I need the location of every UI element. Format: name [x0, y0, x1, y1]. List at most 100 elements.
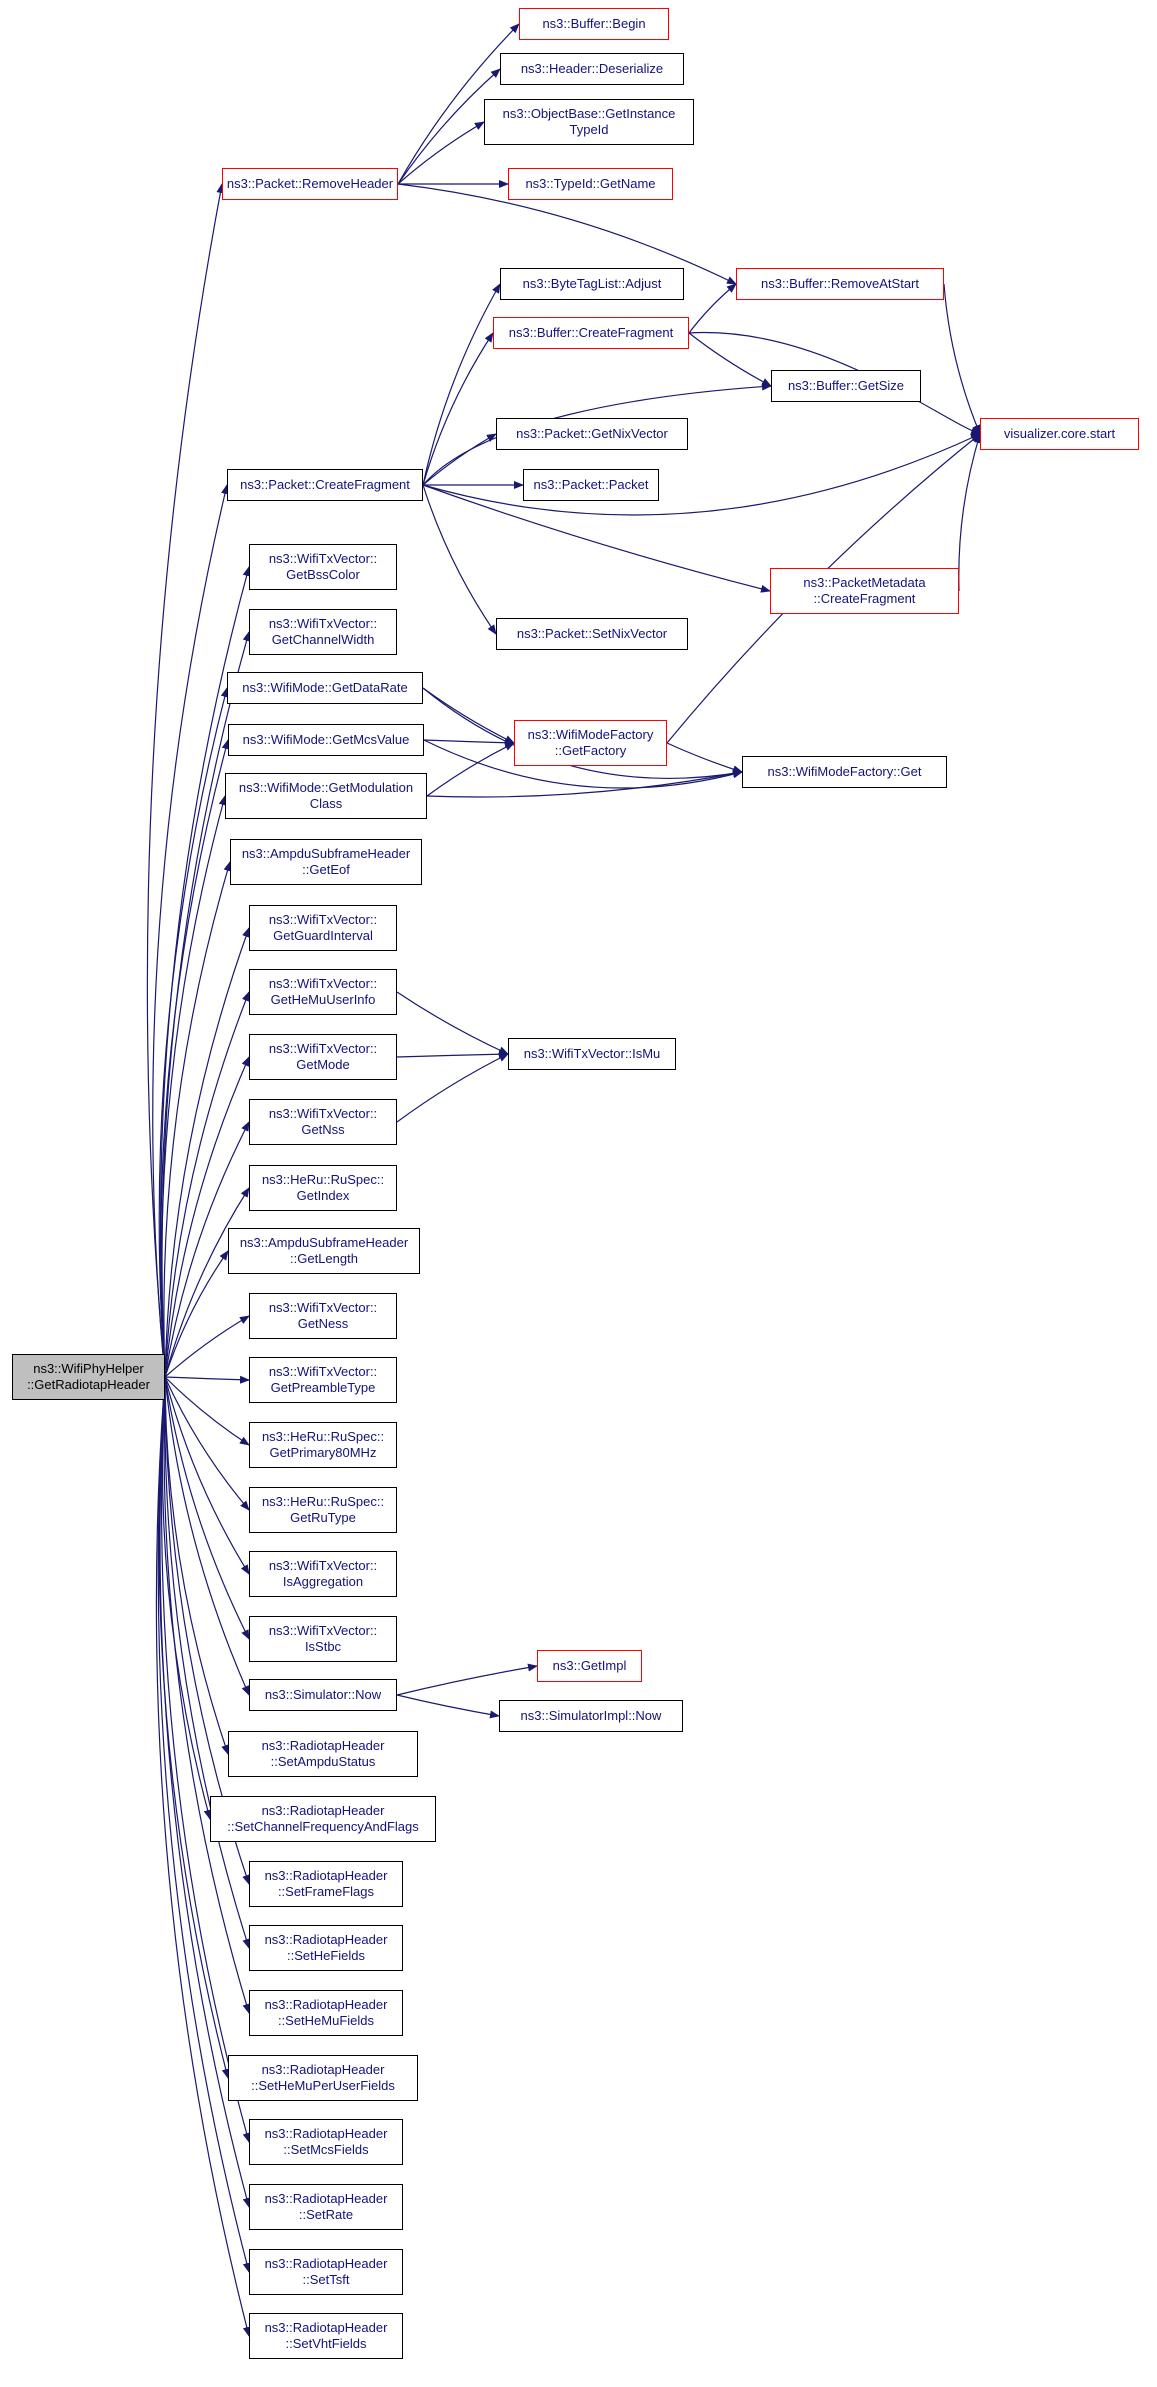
graph-node-getMcsValue[interactable]: ns3::WifiMode::GetMcsValue — [228, 724, 424, 756]
graph-node-label: ns3::HeRu::RuSpec:: GetRuType — [261, 1493, 385, 1525]
call-edge-getDataRate-to-wifiModeFactoryGet — [422, 687, 743, 780]
graph-node-getGuardInterval[interactable]: ns3::WifiTxVector:: GetGuardInterval — [249, 905, 397, 951]
graph-node-label: ns3::RadiotapHeader ::SetMcsFields — [264, 2125, 388, 2157]
graph-node-label: ns3::AmpduSubframeHeader ::GetLength — [239, 1234, 409, 1266]
graph-node-setMcsFields[interactable]: ns3::RadiotapHeader ::SetMcsFields — [249, 2119, 403, 2165]
graph-node-bufferGetSize[interactable]: ns3::Buffer::GetSize — [771, 370, 921, 402]
graph-node-label: ns3::WifiMode::GetModulation Class — [238, 779, 414, 811]
call-edge-root-to-getEof — [163, 861, 232, 1378]
graph-node-label: ns3::ObjectBase::GetInstance TypeId — [502, 105, 676, 137]
graph-node-isAggregation[interactable]: ns3::WifiTxVector:: IsAggregation — [249, 1551, 397, 1597]
graph-node-getIndex[interactable]: ns3::HeRu::RuSpec:: GetIndex — [249, 1165, 397, 1211]
graph-node-getDataRate[interactable]: ns3::WifiMode::GetDataRate — [227, 672, 423, 704]
graph-node-getFactory[interactable]: ns3::WifiModeFactory ::GetFactory — [514, 720, 667, 766]
graph-node-bufferCreateFragment[interactable]: ns3::Buffer::CreateFragment — [493, 317, 689, 349]
graph-node-isMu[interactable]: ns3::WifiTxVector::IsMu — [508, 1038, 676, 1070]
call-edge-bufferRemoveAtStart-to-visualizerCoreStart — [943, 283, 981, 435]
call-edge-root-to-getNss — [164, 1121, 250, 1378]
call-edge-getMcsValue-to-getFactory — [423, 738, 515, 747]
call-edge-bufferCreateFragment-to-bufferGetSize — [688, 332, 772, 387]
graph-node-setHeFields[interactable]: ns3::RadiotapHeader ::SetHeFields — [249, 1925, 403, 1971]
call-edge-root-to-setTsft — [157, 1376, 251, 2273]
graph-node-getImpl[interactable]: ns3::GetImpl — [537, 1650, 642, 1682]
graph-node-getRuType[interactable]: ns3::HeRu::RuSpec:: GetRuType — [249, 1487, 397, 1533]
graph-node-label: ns3::WifiMode::GetDataRate — [242, 679, 408, 695]
graph-node-setHeMuFields[interactable]: ns3::RadiotapHeader ::SetHeMuFields — [249, 1990, 403, 2036]
graph-node-setTsft[interactable]: ns3::RadiotapHeader ::SetTsft — [249, 2249, 403, 2295]
graph-node-label: ns3::RadiotapHeader ::SetVhtFields — [264, 2319, 388, 2351]
call-edge-root-to-getModulationClass — [161, 795, 227, 1378]
graph-node-byteTagListAdjust[interactable]: ns3::ByteTagList::Adjust — [500, 268, 684, 300]
graph-node-label: ns3::HeRu::RuSpec:: GetIndex — [261, 1171, 385, 1203]
graph-node-setAmpduStatus[interactable]: ns3::RadiotapHeader ::SetAmpduStatus — [228, 1731, 418, 1777]
graph-node-label: ns3::Packet::Packet — [533, 476, 649, 492]
graph-node-root: ns3::WifiPhyHelper ::GetRadiotapHeader — [12, 1354, 165, 1400]
call-edge-root-to-setRate — [159, 1376, 251, 2208]
graph-node-label: ns3::Packet::CreateFragment — [240, 476, 410, 492]
graph-node-label: visualizer.core.start — [1003, 425, 1116, 441]
graph-node-getPreambleType[interactable]: ns3::WifiTxVector:: GetPreambleType — [249, 1357, 397, 1403]
graph-node-isStbc[interactable]: ns3::WifiTxVector:: IsStbc — [249, 1616, 397, 1662]
graph-node-getInstanceTypeId[interactable]: ns3::ObjectBase::GetInstance TypeId — [484, 99, 694, 145]
call-edge-root-to-setAmpduStatus — [164, 1376, 229, 1755]
graph-node-getBssColor[interactable]: ns3::WifiTxVector:: GetBssColor — [249, 544, 397, 590]
graph-node-label: ns3::RadiotapHeader ::SetAmpduStatus — [261, 1737, 385, 1769]
graph-node-setFrameFlags[interactable]: ns3::RadiotapHeader ::SetFrameFlags — [249, 1861, 403, 1907]
call-edge-root-to-getGuardInterval — [164, 927, 250, 1378]
graph-node-label: ns3::WifiTxVector:: GetBssColor — [268, 550, 378, 582]
graph-node-label: ns3::WifiTxVector:: GetHeMuUserInfo — [268, 975, 378, 1007]
graph-node-label: ns3::Buffer::Begin — [542, 15, 646, 31]
graph-node-label: ns3::Packet::SetNixVector — [516, 625, 668, 641]
call-edge-packetCreateFragment-to-visualizerCoreStart — [422, 433, 981, 516]
graph-node-visualizerCoreStart[interactable]: visualizer.core.start — [980, 418, 1139, 450]
call-edge-getNss-to-isMu — [396, 1053, 509, 1123]
graph-node-setRate[interactable]: ns3::RadiotapHeader ::SetRate — [249, 2184, 403, 2230]
graph-node-wifiModeFactoryGet[interactable]: ns3::WifiModeFactory::Get — [742, 756, 947, 788]
graph-node-packetPacket[interactable]: ns3::Packet::Packet — [523, 469, 659, 501]
graph-node-simulatorNow[interactable]: ns3::Simulator::Now — [249, 1679, 397, 1711]
graph-node-getNss[interactable]: ns3::WifiTxVector:: GetNss — [249, 1099, 397, 1145]
graph-node-label: ns3::SimulatorImpl::Now — [520, 1707, 662, 1723]
graph-node-packetCreateFragment[interactable]: ns3::Packet::CreateFragment — [227, 469, 423, 501]
graph-node-getPrimary80MHz[interactable]: ns3::HeRu::RuSpec:: GetPrimary80MHz — [249, 1422, 397, 1468]
call-edge-getModulationClass-to-getFactory — [426, 742, 515, 797]
graph-node-label: ns3::Buffer::GetSize — [787, 377, 905, 393]
graph-node-setChannelFrequencyAndFlags[interactable]: ns3::RadiotapHeader ::SetChannelFrequenc… — [210, 1796, 436, 1842]
call-edge-bufferCreateFragment-to-bufferRemoveAtStart — [688, 283, 737, 334]
call-edge-root-to-getDataRate — [158, 687, 229, 1378]
graph-node-packetMetadataCreateFragment[interactable]: ns3::PacketMetadata ::CreateFragment — [770, 568, 959, 614]
call-edge-root-to-setVhtFields — [155, 1376, 251, 2337]
graph-node-getNess[interactable]: ns3::WifiTxVector:: GetNess — [249, 1293, 397, 1339]
graph-node-getHeMuUserInfo[interactable]: ns3::WifiTxVector:: GetHeMuUserInfo — [249, 969, 397, 1015]
graph-node-bufferBegin[interactable]: ns3::Buffer::Begin — [519, 8, 669, 40]
call-edge-root-to-getHeMuUserInfo — [164, 991, 250, 1378]
graph-node-label: ns3::RadiotapHeader ::SetHeMuFields — [264, 1996, 388, 2028]
graph-node-simulatorImplNow[interactable]: ns3::SimulatorImpl::Now — [499, 1700, 683, 1732]
graph-node-removeHeader[interactable]: ns3::Packet::RemoveHeader — [222, 168, 398, 200]
graph-node-getMode[interactable]: ns3::WifiTxVector:: GetMode — [249, 1034, 397, 1080]
graph-node-getEof[interactable]: ns3::AmpduSubframeHeader ::GetEof — [230, 839, 422, 885]
graph-node-label: ns3::GetImpl — [552, 1657, 627, 1673]
graph-node-label: ns3::RadiotapHeader ::SetChannelFrequenc… — [227, 1802, 419, 1834]
call-edge-root-to-getPreambleType — [164, 1375, 250, 1384]
call-edge-packetCreateFragment-to-byteTagListAdjust — [422, 283, 501, 486]
graph-node-typeIdGetName[interactable]: ns3::TypeId::GetName — [508, 168, 673, 200]
call-edge-packetMetadataCreateFragment-to-visualizerCoreStart — [958, 433, 982, 592]
graph-node-setHeMuPerUserFields[interactable]: ns3::RadiotapHeader ::SetHeMuPerUserFiel… — [228, 2055, 418, 2101]
graph-node-setVhtFields[interactable]: ns3::RadiotapHeader ::SetVhtFields — [249, 2313, 403, 2359]
graph-node-getModulationClass[interactable]: ns3::WifiMode::GetModulation Class — [225, 773, 427, 819]
graph-node-label: ns3::RadiotapHeader ::SetHeFields — [264, 1931, 388, 1963]
call-edge-packetCreateFragment-to-packetMetadataCreateFragment — [422, 484, 771, 593]
call-edge-root-to-getIndex — [164, 1187, 250, 1378]
graph-node-bufferRemoveAtStart[interactable]: ns3::Buffer::RemoveAtStart — [736, 268, 944, 300]
graph-node-getChannelWidth[interactable]: ns3::WifiTxVector:: GetChannelWidth — [249, 609, 397, 655]
call-edge-getMcsValue-to-wifiModeFactoryGet — [423, 739, 743, 789]
call-edge-root-to-simulatorNow — [164, 1376, 250, 1696]
graph-node-packetGetNixVector[interactable]: ns3::Packet::GetNixVector — [496, 418, 688, 450]
graph-node-label: ns3::WifiTxVector:: GetChannelWidth — [268, 615, 378, 647]
graph-node-headerDeserialize[interactable]: ns3::Header::Deserialize — [500, 53, 684, 85]
graph-node-getLength[interactable]: ns3::AmpduSubframeHeader ::GetLength — [228, 1228, 420, 1274]
graph-node-packetSetNixVector[interactable]: ns3::Packet::SetNixVector — [496, 618, 688, 650]
